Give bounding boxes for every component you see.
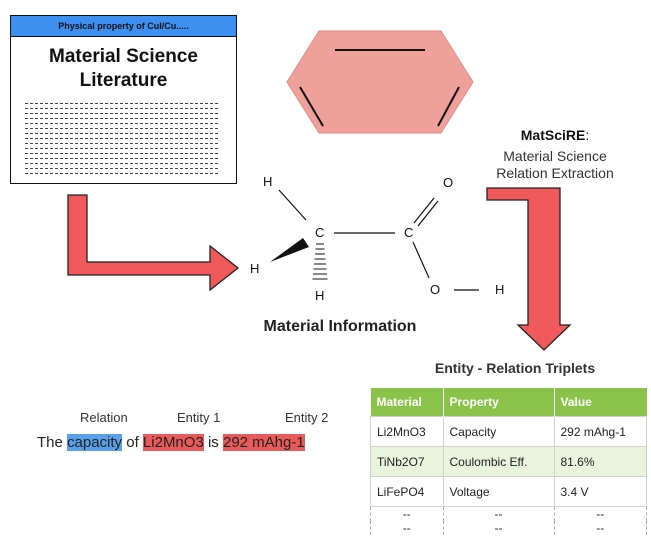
example-sentence: The capacity of Li2MnO3 is 292 mAhg-1 [37,434,305,451]
atom-o-top: O [443,175,454,190]
table-row-placeholder: -- -- -- [370,521,647,535]
hashed-bond [312,243,328,280]
document-text-lines [25,99,220,174]
matscire-subtitle: Material Science Relation Extraction [465,148,645,182]
document-title-line2: Literature [79,70,168,91]
sentence-word-of: of [126,434,139,451]
atom-h-right: H [495,282,505,297]
sentence-word-is: is [207,434,219,451]
cell-property: -- [443,521,555,535]
atom-h-left: H [250,261,260,276]
matscire-name: MatSciRE [520,127,586,143]
cell-value: -- [554,521,647,535]
header-property: Property [443,388,555,417]
cell-material: -- [370,506,444,521]
atom-o-bottom: O [430,282,441,297]
cell-property: -- [443,506,555,521]
matscire-subtitle-line2: Relation Extraction [496,165,614,181]
table-row: TiNb2O7 Coulombic Eff. 81.6% [370,446,647,477]
flow-arrow-right [486,187,572,351]
cell-value: -- [554,506,647,521]
atom-c2: C [404,225,414,240]
atom-h-bottom: H [315,288,325,303]
document-header: Physical property of CuI/Cu..... [11,16,236,37]
cell-material: Li2MnO3 [370,416,444,447]
entity1-label: Entity 1 [177,410,221,425]
cell-property: Capacity [442,416,555,447]
triplets-table: Material Property Value Li2MnO3 Capacity… [370,388,647,535]
cell-property: Coulombic Eff. [442,446,555,477]
matscire-subtitle-line1: Material Science [503,148,607,164]
cell-value: 81.6% [553,446,647,477]
document-title-line1: Material Science [49,46,198,67]
entity1-highlight: Li2MnO3 [142,434,204,451]
literature-document: Physical property of CuI/Cu..... Materia… [10,15,237,184]
table-title: Entity - Relation Triplets [434,360,596,376]
hexagon-ring-icon [286,30,474,134]
cell-property: Voltage [442,476,555,507]
wedge-bond [270,238,309,262]
table-row: Li2MnO3 Capacity 292 mAhg-1 [370,416,647,447]
atom-h-top: H [263,174,273,189]
table-row-placeholder: -- -- -- [370,506,647,521]
cell-material: TiNb2O7 [370,446,444,477]
sentence-word-the: The [37,434,63,451]
molecule-bonds [278,189,479,291]
matscire-colon: : [585,127,590,143]
flow-arrow-left [67,194,240,292]
cell-value: 292 mAhg-1 [553,416,647,447]
relation-highlight: capacity [67,434,123,451]
relation-label: Relation [80,410,128,425]
table-header-row: Material Property Value [370,388,647,417]
cell-value: 3.4 V [553,476,647,507]
cell-material: LiFePO4 [370,476,444,507]
table-row: LiFePO4 Voltage 3.4 V [370,476,647,507]
header-value: Value [554,388,647,417]
document-title: Material Science Literature [11,45,236,93]
entity2-label: Entity 2 [285,410,329,425]
cell-material: -- [370,521,444,535]
entity2-highlight: 292 mAhg-1 [222,434,305,451]
matscire-title: MatSciRE: [475,127,635,143]
atom-c1: C [315,225,325,240]
header-material: Material [370,388,444,417]
material-information-label: Material Information [263,318,417,335]
